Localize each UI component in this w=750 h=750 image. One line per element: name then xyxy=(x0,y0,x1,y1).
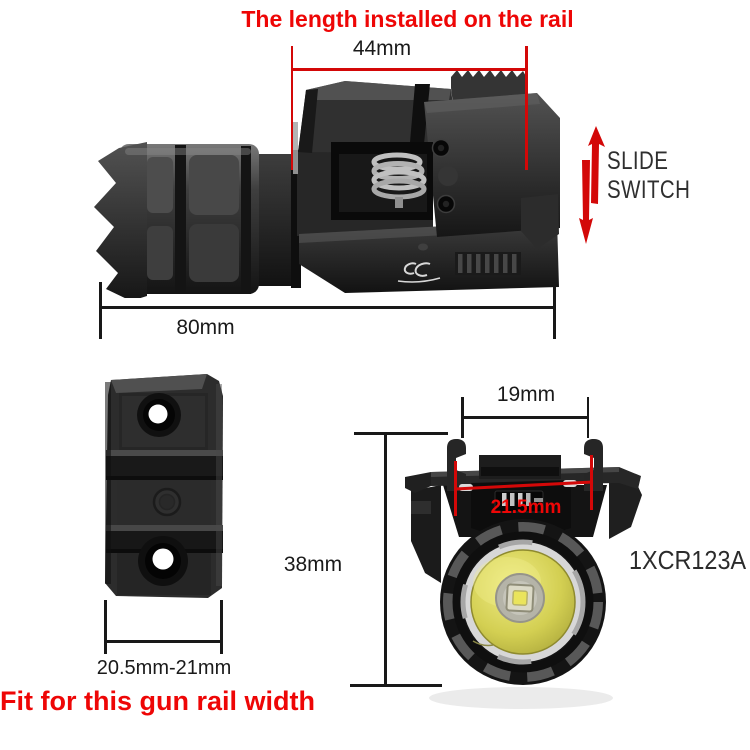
brand-logo-icon xyxy=(397,262,441,283)
slide-switch-label-line2: SWITCH xyxy=(607,176,691,204)
battery-type-label: 1XCR123A xyxy=(629,545,747,575)
dim-38mm-line-vertical xyxy=(384,434,387,686)
dim-19mm-tick-right xyxy=(586,397,589,438)
title-note: The length installed on the rail xyxy=(241,6,574,32)
slide-switch-label: SLIDE SWITCH xyxy=(607,147,690,205)
spring-tip xyxy=(395,197,403,208)
clamp-screws xyxy=(431,138,458,214)
slide-switch-label-line1: SLIDE xyxy=(607,147,669,175)
dim-80mm-label: 80mm xyxy=(176,316,235,339)
drop-shadow xyxy=(429,687,613,709)
spring xyxy=(371,152,427,200)
dim-19mm-tick-left xyxy=(461,397,464,438)
dim-21-5mm-label: 21.5mm xyxy=(490,497,562,518)
dim-19mm-line-horizontal xyxy=(462,416,589,419)
flashlight-front-view-photo xyxy=(405,439,642,709)
arrow-up-icon xyxy=(588,126,605,204)
dim-38mm-label: 38mm xyxy=(283,553,343,576)
dim-80mm-line-horizontal xyxy=(99,306,556,309)
arrow-down-icon xyxy=(579,160,593,244)
dim-44mm-label: 44mm xyxy=(352,37,412,60)
dim-rail-width-line-horizontal xyxy=(104,640,222,643)
rail-width-range-label: 20.5mm-21mm xyxy=(96,657,232,679)
screw-hole-top xyxy=(137,393,181,437)
dim-38mm-tick-top xyxy=(354,432,448,435)
dim-80mm-tick-left xyxy=(99,282,102,339)
bezel-head xyxy=(94,142,259,298)
slide-switch-control xyxy=(494,490,544,513)
flashlight-side-view-photo xyxy=(94,70,560,298)
lower-rail-details xyxy=(418,194,559,275)
clamp-claws xyxy=(447,439,603,491)
dim-80mm-tick-right xyxy=(553,282,556,339)
lamp-head xyxy=(440,519,606,685)
screw-hole-bottom xyxy=(138,536,188,586)
dim-38mm-tick-bottom xyxy=(350,684,442,687)
dim-21-5mm-line-horizontal xyxy=(454,480,594,491)
rail-fit-note: Fit for this gun rail width xyxy=(0,686,315,716)
dim-44mm-tick-left xyxy=(290,46,293,170)
rail-adapter-top-view-photo xyxy=(105,374,223,598)
dim-rail-width-tick-right xyxy=(220,600,223,654)
dim-44mm-line-horizontal xyxy=(292,68,526,71)
dim-rail-width-tick-left xyxy=(104,600,107,654)
slide-switch-arrows-icon xyxy=(579,126,605,244)
dim-44mm-tick-right xyxy=(525,46,528,170)
neck xyxy=(251,150,301,288)
dim-19mm-label: 19mm xyxy=(496,383,556,406)
